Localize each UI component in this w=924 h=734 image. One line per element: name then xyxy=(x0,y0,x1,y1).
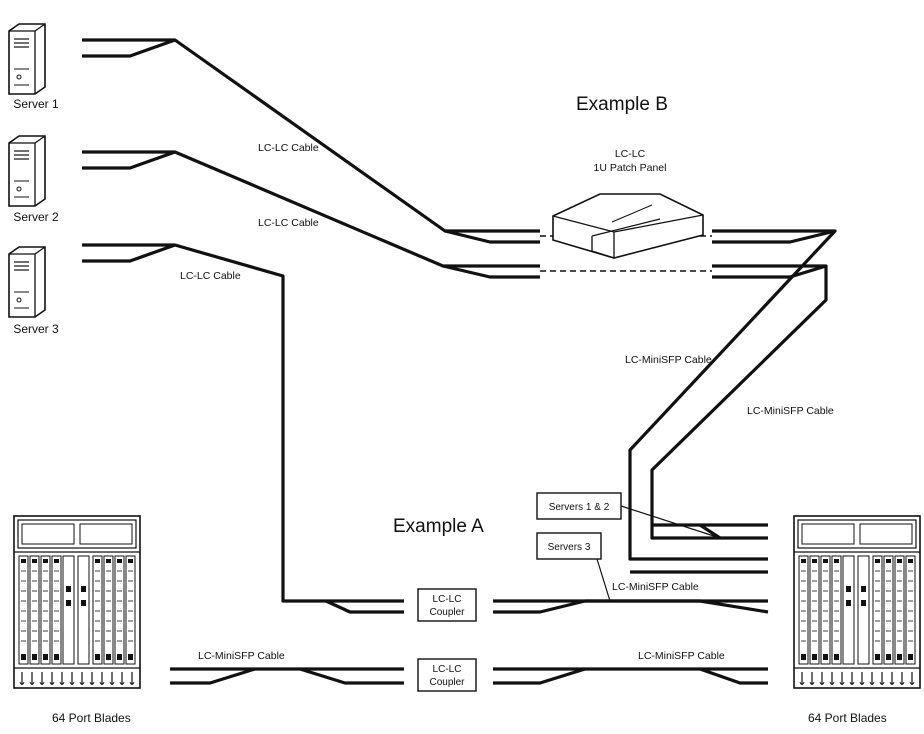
cable-label-minisfp-b2: LC-MiniSFP Cable xyxy=(747,405,834,417)
cable-label-lc-lc-1: LC-LC Cable xyxy=(258,142,319,154)
lc-lc-cable-server1-tail xyxy=(444,229,540,244)
cable-label-lc-lc-3: LC-LC Cable xyxy=(180,270,241,282)
lc-minisfp-cable-bottom-left-3 xyxy=(299,667,404,685)
lc-lc-cable-server1 xyxy=(82,38,540,233)
lc-lc-cable-server3 xyxy=(82,243,404,603)
lc-minisfp-cable-bottom-right-3 xyxy=(699,667,768,685)
server-1: Server 1 xyxy=(8,23,59,111)
cable-label-minisfp-b1: LC-MiniSFP Cable xyxy=(625,354,712,366)
coupler-b: LC-LC Coupler xyxy=(417,658,477,692)
cable-label-minisfp-a-right: LC-MiniSFP Cable xyxy=(612,581,699,593)
lc-minisfp-cable-a-right-split xyxy=(493,599,586,614)
patch-panel: LC-LC 1U Patch Panel xyxy=(552,148,704,259)
chassis-left: 64 Port Blades xyxy=(13,515,141,725)
servers-1-2-line-b xyxy=(699,523,721,540)
lc-minisfp-cable-b1 xyxy=(628,229,837,561)
server-2: Server 2 xyxy=(8,135,59,224)
coupler-a: LC-LC Coupler xyxy=(417,588,477,622)
lc-lc-cable-server1-split xyxy=(82,38,176,58)
lc-lc-cable-server2 xyxy=(82,150,540,268)
switch-chassis-icon xyxy=(13,515,141,689)
server-tower-icon xyxy=(8,23,46,95)
server-3: Server 3 xyxy=(8,246,59,336)
lc-minisfp-cable-b2 xyxy=(650,264,828,540)
lc-lc-cable-server3-split xyxy=(82,243,176,263)
cable-paths xyxy=(82,38,837,685)
coupler-b-line-1: LC-LC xyxy=(433,664,462,675)
callout-servers-3-text: Servers 3 xyxy=(548,542,591,553)
lc-minisfp-cable-b1-split xyxy=(712,229,836,244)
lc-minisfp-cable-b2-split xyxy=(712,264,827,279)
patch-panel-label-1: LC-LC xyxy=(615,148,646,160)
callout-servers-1-2: Servers 1 & 2 xyxy=(536,492,721,539)
chassis-left-label: 64 Port Blades xyxy=(52,711,131,725)
server-tower-icon xyxy=(8,135,46,207)
chassis-right: 64 Port Blades xyxy=(793,515,921,725)
patch-panel-label-2: 1U Patch Panel xyxy=(594,162,667,174)
lc-lc-cable-server2-split xyxy=(82,150,176,170)
coupler-a-line-2: Coupler xyxy=(429,607,465,618)
cable-label-minisfp-bottom-left: LC-MiniSFP Cable xyxy=(198,650,285,662)
lc-minisfp-cable-bottom-right-2 xyxy=(493,667,586,685)
callout-servers-3: Servers 3 xyxy=(536,532,611,602)
server-2-label: Server 2 xyxy=(13,210,59,224)
lc-lc-cable-server2-tail xyxy=(442,264,540,279)
coupler-a-line-1: LC-LC xyxy=(433,594,462,605)
example-b-title: Example B xyxy=(576,94,668,115)
cable-label-minisfp-bottom-right: LC-MiniSFP Cable xyxy=(638,650,725,662)
lc-lc-cable-server3-tail xyxy=(325,599,404,614)
switch-chassis-icon xyxy=(793,515,921,689)
server-tower-icon xyxy=(8,246,46,318)
coupler-b-line-2: Coupler xyxy=(429,677,465,688)
callout-servers-1-2-text: Servers 1 & 2 xyxy=(549,502,610,513)
cable-label-lc-lc-2: LC-LC Cable xyxy=(258,217,319,229)
patch-panel-icon xyxy=(552,193,704,259)
chassis-right-label: 64 Port Blades xyxy=(808,711,887,725)
lc-minisfp-cable-a-right-tail xyxy=(585,599,769,614)
server-1-label: Server 1 xyxy=(13,97,59,111)
example-a-title: Example A xyxy=(393,516,484,537)
server-3-label: Server 3 xyxy=(13,322,59,336)
lc-minisfp-cable-bottom-left-2 xyxy=(170,667,256,685)
